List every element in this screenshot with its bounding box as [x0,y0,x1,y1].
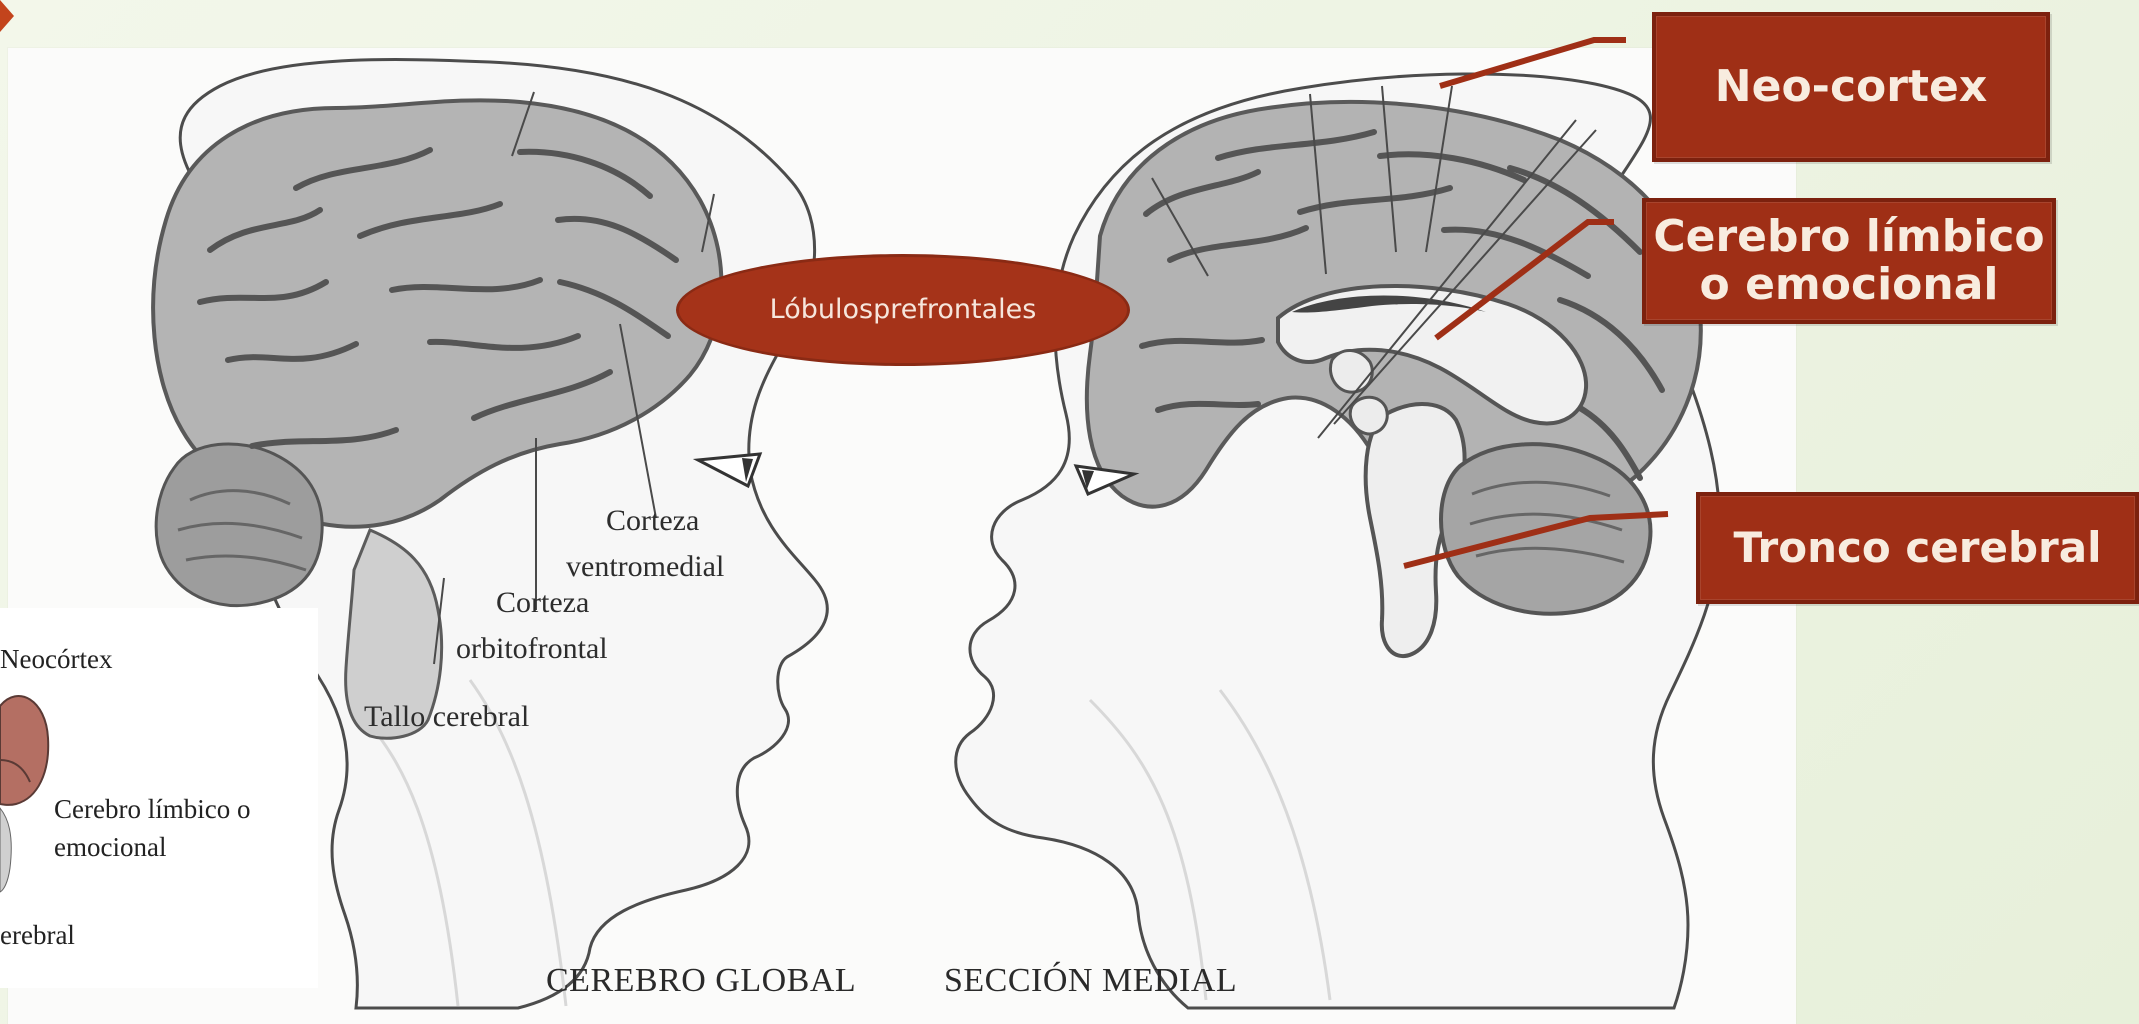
neo-cortex-label: Neo-cortex [1715,63,1987,111]
inset-limbic-label-line1: Cerebro límbico o [54,794,250,826]
corteza-ventromedial-label-line1: Corteza [606,504,699,537]
brain-thumbnail-icon [0,688,60,894]
tallo-cerebral-label: Tallo cerebral [364,700,529,733]
prefrontal-lobes-line2: prefrontales [873,296,1036,324]
seccion-medial-caption: SECCIÓN MEDIAL [944,962,1237,1000]
limbic-callout: Cerebro límbico o emocional [1642,198,2056,324]
corteza-orbitofrontal-label-line1: Corteza [496,586,589,619]
tronco-cerebral-label: Tronco cerebral [1734,525,2102,571]
prefrontal-lobes-line1: Lóbulos [770,296,873,324]
inset-cerebral-label: erebral [0,920,75,952]
tronco-cerebral-callout: Tronco cerebral [1696,492,2139,604]
limbic-label-line1: Cerebro límbico [1653,213,2044,261]
corteza-orbitofrontal-label-line2: orbitofrontal [456,632,608,665]
cerebro-global-caption: CEREBRO GLOBAL [546,962,856,1000]
inset-limbic-label-line2: emocional [54,832,166,864]
limbic-label-line2: o emocional [1700,261,1999,309]
corteza-ventromedial-label-line2: ventromedial [566,550,724,583]
inset-neocortex-label: Neocórtex [0,644,112,676]
prefrontal-lobes-callout: Lóbulos prefrontales [676,254,1130,366]
neo-cortex-callout: Neo-cortex [1652,12,2050,162]
